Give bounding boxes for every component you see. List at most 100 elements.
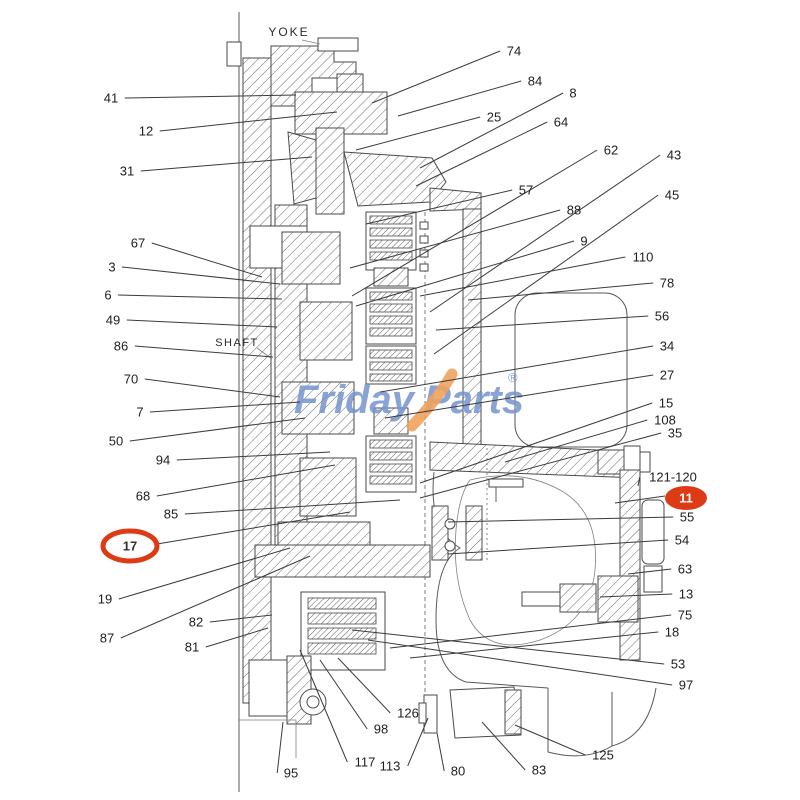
callout-95: 95 <box>276 721 298 781</box>
part-number: 3 <box>108 260 115 275</box>
callout-121-120: 121-120 <box>637 470 697 487</box>
part-number: 19 <box>98 592 112 607</box>
leader-line <box>467 282 654 301</box>
leader-line <box>276 721 284 774</box>
leader-line <box>447 516 674 523</box>
part-number: 41 <box>104 91 118 106</box>
part-number: 121-120 <box>649 470 697 485</box>
shaft-label: SHAFT <box>215 337 259 349</box>
callout-13: 13 <box>599 587 693 602</box>
bolt-tip-right <box>639 451 651 473</box>
callout-94: 94 <box>156 451 331 468</box>
leader-line <box>151 242 263 278</box>
part-number: 27 <box>660 368 674 383</box>
part-number: 57 <box>519 183 533 198</box>
leader-line <box>389 614 672 649</box>
part-number: 86 <box>114 339 128 354</box>
leader-line <box>159 111 338 132</box>
leader-line <box>481 721 526 771</box>
callout-97: 97 <box>367 639 693 693</box>
left-tab <box>226 41 242 67</box>
leader-line <box>120 555 311 639</box>
part-number: 25 <box>487 110 501 125</box>
right-cap-foot <box>643 565 663 593</box>
part-number: 125 <box>592 748 614 763</box>
case-profile-left <box>432 471 549 689</box>
leader-line <box>140 156 313 172</box>
highlight-11: 11 <box>614 486 707 510</box>
lower-bearing-race <box>465 505 483 561</box>
highlight-oval <box>665 486 707 510</box>
highlight-number: 17 <box>123 539 137 554</box>
leader-line <box>447 539 669 555</box>
watermark-registered-mark: ® <box>508 370 518 385</box>
part-number: 56 <box>655 309 669 324</box>
part-number: 12 <box>139 124 153 139</box>
callout-70: 70 <box>124 372 281 398</box>
clutch-pack-2 <box>365 287 417 345</box>
part-number: 108 <box>654 413 676 428</box>
leader-line <box>156 464 336 497</box>
part-number: 49 <box>106 313 120 328</box>
leader-line <box>419 256 626 297</box>
bottom-cup-hatch <box>504 689 522 735</box>
callout-31: 31 <box>120 156 313 179</box>
callout-57: 57 <box>365 183 533 225</box>
part-number: 70 <box>124 372 138 387</box>
callout-34: 34 <box>379 339 674 393</box>
part-number: 31 <box>120 164 134 179</box>
leader-line <box>355 116 481 151</box>
housing-structure <box>226 12 665 792</box>
callout-75: 75 <box>389 608 692 649</box>
callout-85: 85 <box>164 499 401 522</box>
callout-43: 43 <box>429 148 681 313</box>
part-number: 55 <box>680 510 694 525</box>
lower-flange <box>597 575 639 623</box>
leader-line <box>371 50 501 104</box>
clutch-pack-4 <box>365 435 417 493</box>
callout-50: 50 <box>109 417 306 449</box>
output-gear-stack <box>300 591 386 671</box>
part-number: 94 <box>156 453 170 468</box>
stud-121 <box>488 478 524 488</box>
callout-15: 15 <box>419 396 673 484</box>
watermark-swoosh <box>406 368 458 432</box>
leader-line <box>156 511 351 545</box>
leader-line <box>415 121 548 187</box>
watermark: Friday Parts ® <box>294 368 524 432</box>
callout-25: 25 <box>355 110 501 151</box>
callout-12: 12 <box>139 111 338 139</box>
leader-line <box>409 631 659 659</box>
callout-53: 53 <box>351 629 685 672</box>
carrier-block <box>281 381 355 435</box>
callout-62: 62 <box>351 143 618 297</box>
highlight-number: 11 <box>679 491 693 506</box>
part-number: 74 <box>507 44 521 59</box>
yoke-tab <box>317 37 359 52</box>
callout-41: 41 <box>104 91 297 106</box>
bearing-roller <box>444 540 456 552</box>
part-number: 98 <box>374 722 388 737</box>
leader-line <box>129 417 306 442</box>
callout-35: 35 <box>419 426 682 499</box>
part-number: 68 <box>136 489 150 504</box>
leader-line <box>184 499 401 515</box>
hub-section <box>373 267 409 287</box>
part-number: 81 <box>185 640 199 655</box>
lower-right-wall <box>619 469 641 661</box>
input-shaft-section <box>315 127 345 215</box>
callout-78: 78 <box>467 276 674 301</box>
hub-section <box>373 407 409 435</box>
part-number: 45 <box>665 188 679 203</box>
lower-bearing-race <box>431 505 449 561</box>
breather-bolt-collar <box>418 702 427 724</box>
left-wall <box>242 57 272 704</box>
leader-line <box>351 149 598 297</box>
part-number: 50 <box>109 434 123 449</box>
callout-67: 67 <box>131 236 263 278</box>
leader-line <box>349 209 561 269</box>
callout-3: 3 <box>108 260 281 285</box>
highlight-17: 17 <box>100 511 351 564</box>
part-number: 110 <box>633 250 654 265</box>
leader-line <box>514 724 586 756</box>
